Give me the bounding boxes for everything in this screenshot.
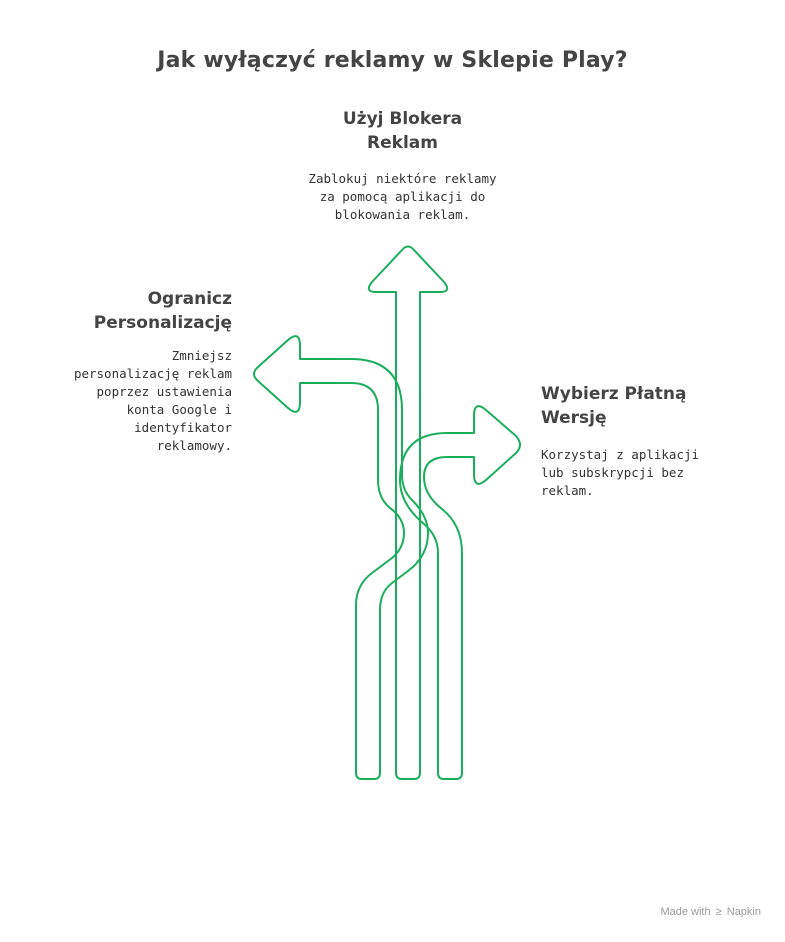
napkin-logo-icon: ≥ [715,906,722,918]
heading-line: Personalizację [93,313,232,333]
heading-line: Użyj Blokera [342,109,463,129]
option-heading-paid-version: Wybierz Płatną Wersję [541,382,751,430]
description-line: Korzystaj z aplikacji [541,447,700,462]
footer-made-with: Made with [660,906,711,918]
heading-line: Wybierz Płatną [541,384,687,404]
description-line: lub subskrypcji bez [541,465,684,480]
arrow-right-paid-version [399,405,521,780]
description-line: reklam. [541,483,594,498]
description-line: za pomocą aplikacji do [319,189,486,204]
description-line: Zablokuj niektóre reklamy [308,171,497,186]
description-line: Zmniejsz [171,348,232,363]
footer-brand: Napkin [726,906,761,918]
description-line: reklamowy. [156,438,232,453]
page-title: Jak wyłączyć reklamy w Sklepie Play? [157,48,628,73]
option-heading-ad-blocker: Użyj Blokera Reklam [290,107,515,155]
option-heading-personalization: Ogranicz Personalizację [40,287,232,335]
description-line: personalizację reklam [73,366,232,381]
description-line: blokowania reklam. [334,207,471,222]
heading-line: Wersję [541,408,607,428]
option-description-ad-blocker: Zablokuj niektóre reklamy za pomocą apli… [290,170,515,224]
description-line: konta Google i [126,402,232,417]
heading-line: Reklam [367,133,438,153]
description-line: poprzez ustawienia [96,384,232,399]
description-line: identyfikator [134,420,232,435]
heading-line: Ogranicz [147,289,232,309]
option-description-personalization: Zmniejsz personalizację reklam poprzez u… [30,347,232,455]
made-with-napkin-watermark: Made with ≥ Napkin [660,906,761,918]
arrow-up-ad-blocker [367,245,449,780]
arrow-left-personalization [253,335,429,780]
option-description-paid-version: Korzystaj z aplikacji lub subskrypcji be… [541,446,741,500]
